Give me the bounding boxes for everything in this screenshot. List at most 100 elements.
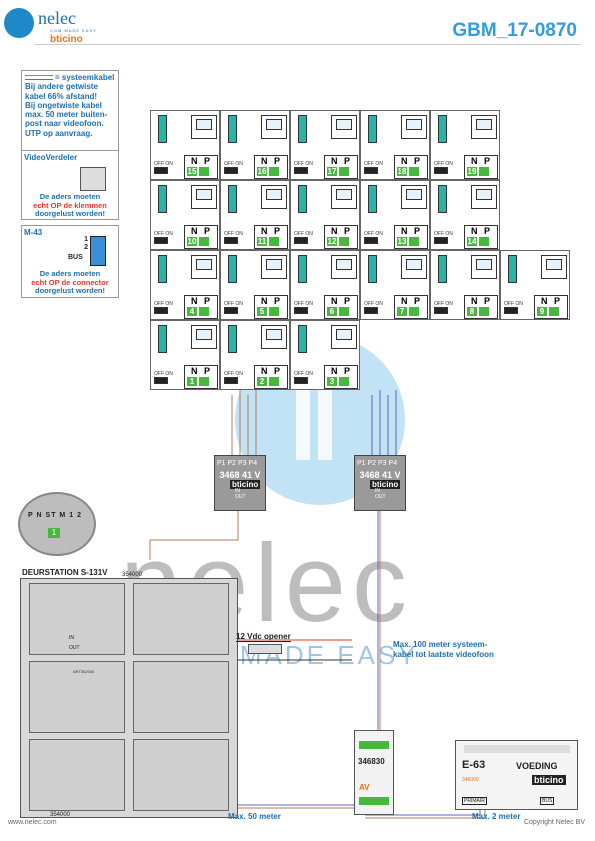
- unit-number: 17: [327, 167, 337, 176]
- terminal-strip-icon: [368, 115, 377, 143]
- annotation-max50: Max. 50 meter: [228, 812, 281, 821]
- terminal-block-icon: [359, 741, 389, 749]
- annotation-max100: Max. 100 meter systeem- kabel tot laatst…: [393, 640, 494, 660]
- terminal-strip-icon: [158, 325, 167, 353]
- zoom-label: T: [51, 512, 57, 519]
- note-line: De aders moeten: [39, 269, 101, 278]
- n-label: N: [471, 226, 478, 236]
- offon-switch-icon: [294, 237, 308, 244]
- offon-switch-icon: [154, 377, 168, 384]
- offon-switch-icon: [434, 307, 448, 314]
- p-label: P: [274, 296, 281, 306]
- p-label: P: [344, 226, 351, 236]
- p-label: P: [554, 296, 561, 306]
- offon-switch-icon: [224, 167, 238, 174]
- p-label: P: [204, 226, 211, 236]
- videoverdeler-terminal-icon: [80, 167, 106, 191]
- legend-line: UTP op aanvraag.: [25, 128, 93, 138]
- zoom-label: 1: [69, 512, 75, 519]
- distributor-ports: P1 P2 P3 P4: [357, 460, 398, 467]
- videoverdeler-box: VideoVerdeler De aders moeten echt OP de…: [21, 150, 119, 220]
- unit-indicator-icon: [339, 377, 349, 386]
- unit-indicator-icon: [339, 307, 349, 316]
- terminal-strip-icon: [298, 255, 307, 283]
- distributor-brand: bticino: [370, 480, 401, 489]
- zoom-label: S: [45, 512, 52, 519]
- p-label: P: [344, 156, 351, 166]
- unit-indicator-icon: [549, 307, 559, 316]
- offon-label: OFF ON: [294, 161, 313, 167]
- unit-indicator-icon: [339, 167, 349, 176]
- n-label: N: [261, 156, 268, 166]
- unit-indicator-icon: [199, 307, 209, 316]
- doorstation-module: [133, 661, 229, 733]
- monitor-icon: [401, 185, 427, 209]
- n-label: N: [471, 156, 478, 166]
- unit-number: 15: [187, 167, 197, 176]
- psu-bus: BUS: [540, 797, 555, 805]
- unit-number: 10: [187, 237, 197, 246]
- p-label: P: [204, 366, 211, 376]
- monitor-icon: [191, 185, 217, 209]
- n-label: N: [401, 156, 408, 166]
- unit-indicator-icon: [339, 237, 349, 246]
- nelec-logo-icon: [4, 8, 34, 38]
- io-out: OUT: [235, 494, 246, 500]
- offon-label: OFF ON: [224, 301, 243, 307]
- offon-label: OFF ON: [364, 301, 383, 307]
- bus-wire: [365, 808, 486, 819]
- offon-switch-icon: [504, 307, 518, 314]
- terminal-strip-icon: [298, 185, 307, 213]
- system-cable-icon: [25, 75, 53, 81]
- offon-switch-icon: [154, 307, 168, 314]
- io-in: IN: [375, 488, 380, 494]
- offon-label: OFF ON: [434, 231, 453, 237]
- videoverdeler-note: De aders moeten echt OP de klemmen doorg…: [22, 192, 118, 219]
- offon-label: OFF ON: [224, 231, 243, 237]
- doorstation-code-top: 354000: [122, 572, 143, 578]
- terminal-strip-icon: [298, 325, 307, 353]
- terminal-label: 1: [84, 236, 88, 243]
- terminal-strip-icon: [228, 115, 237, 143]
- terminal-strip-icon: [228, 255, 237, 283]
- note-line: echt OP de klemmen: [33, 200, 107, 210]
- offon-switch-icon: [224, 237, 238, 244]
- offon-switch-icon: [434, 237, 448, 244]
- psu-primair: PRIMAIR: [462, 797, 487, 805]
- zoom-digit: 1: [48, 528, 60, 538]
- terminal-bus-label: BUS: [68, 254, 83, 261]
- annotation-max2: Max. 2 meter: [472, 812, 521, 821]
- m43-terminals: 1 2: [78, 236, 88, 252]
- module-346830: 346830 AV: [354, 730, 394, 815]
- legend-cable-label: = systeemkabel: [55, 73, 115, 82]
- unit-indicator-icon: [199, 377, 209, 386]
- unit-number: 19: [467, 167, 477, 176]
- n-label: N: [261, 366, 268, 376]
- legend-line: Bij ongetwiste kabel: [25, 100, 102, 110]
- terminal-strip-icon: [438, 255, 447, 283]
- offon-label: OFF ON: [154, 231, 173, 237]
- legend-cable-row: = systeemkabel: [25, 73, 115, 82]
- unit-number: 2: [257, 377, 267, 386]
- unit-indicator-icon: [409, 237, 419, 246]
- unit-indicator-icon: [199, 237, 209, 246]
- unit-number: 16: [257, 167, 267, 176]
- offon-label: OFF ON: [504, 301, 523, 307]
- p-label: P: [484, 296, 491, 306]
